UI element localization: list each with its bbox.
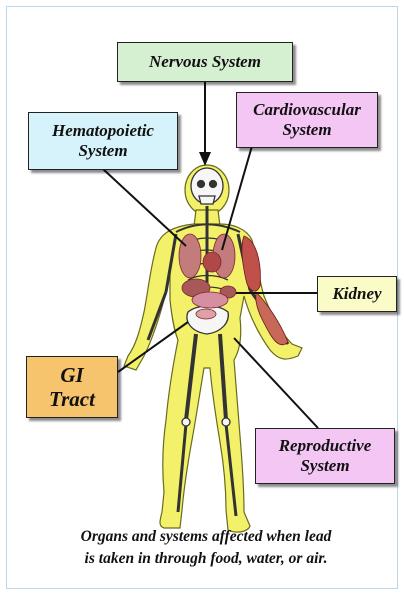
reproductive-text-line1: Reproductive [279, 436, 372, 456]
caption-line2: is taken in through food, water, or air. [20, 548, 392, 570]
caption-line1: Organs and systems affected when lead [20, 526, 392, 548]
kidney-label: Kidney [317, 276, 397, 312]
gi-text-line1: GI [60, 363, 83, 387]
hematopoietic-text-line2: System [78, 141, 127, 161]
arrow-down-icon [199, 82, 211, 166]
cardiovascular-text-line1: Cardiovascular [253, 100, 361, 120]
kidney-text: Kidney [332, 284, 381, 304]
reproductive-text-line2: System [300, 456, 349, 476]
hematopoietic-text-line1: Hematopoietic [52, 121, 154, 141]
gi-text-line2: Tract [49, 387, 95, 411]
nervous-system-text: Nervous System [149, 52, 261, 72]
nervous-system-label: Nervous System [117, 42, 293, 82]
hematopoietic-system-label: Hematopoietic System [28, 112, 178, 170]
figure-caption: Organs and systems affected when lead is… [20, 526, 392, 570]
cardiovascular-system-label: Cardiovascular System [236, 92, 378, 148]
gi-tract-label: GI Tract [26, 356, 118, 418]
cardiovascular-text-line2: System [282, 120, 331, 140]
reproductive-system-label: Reproductive System [255, 428, 395, 484]
